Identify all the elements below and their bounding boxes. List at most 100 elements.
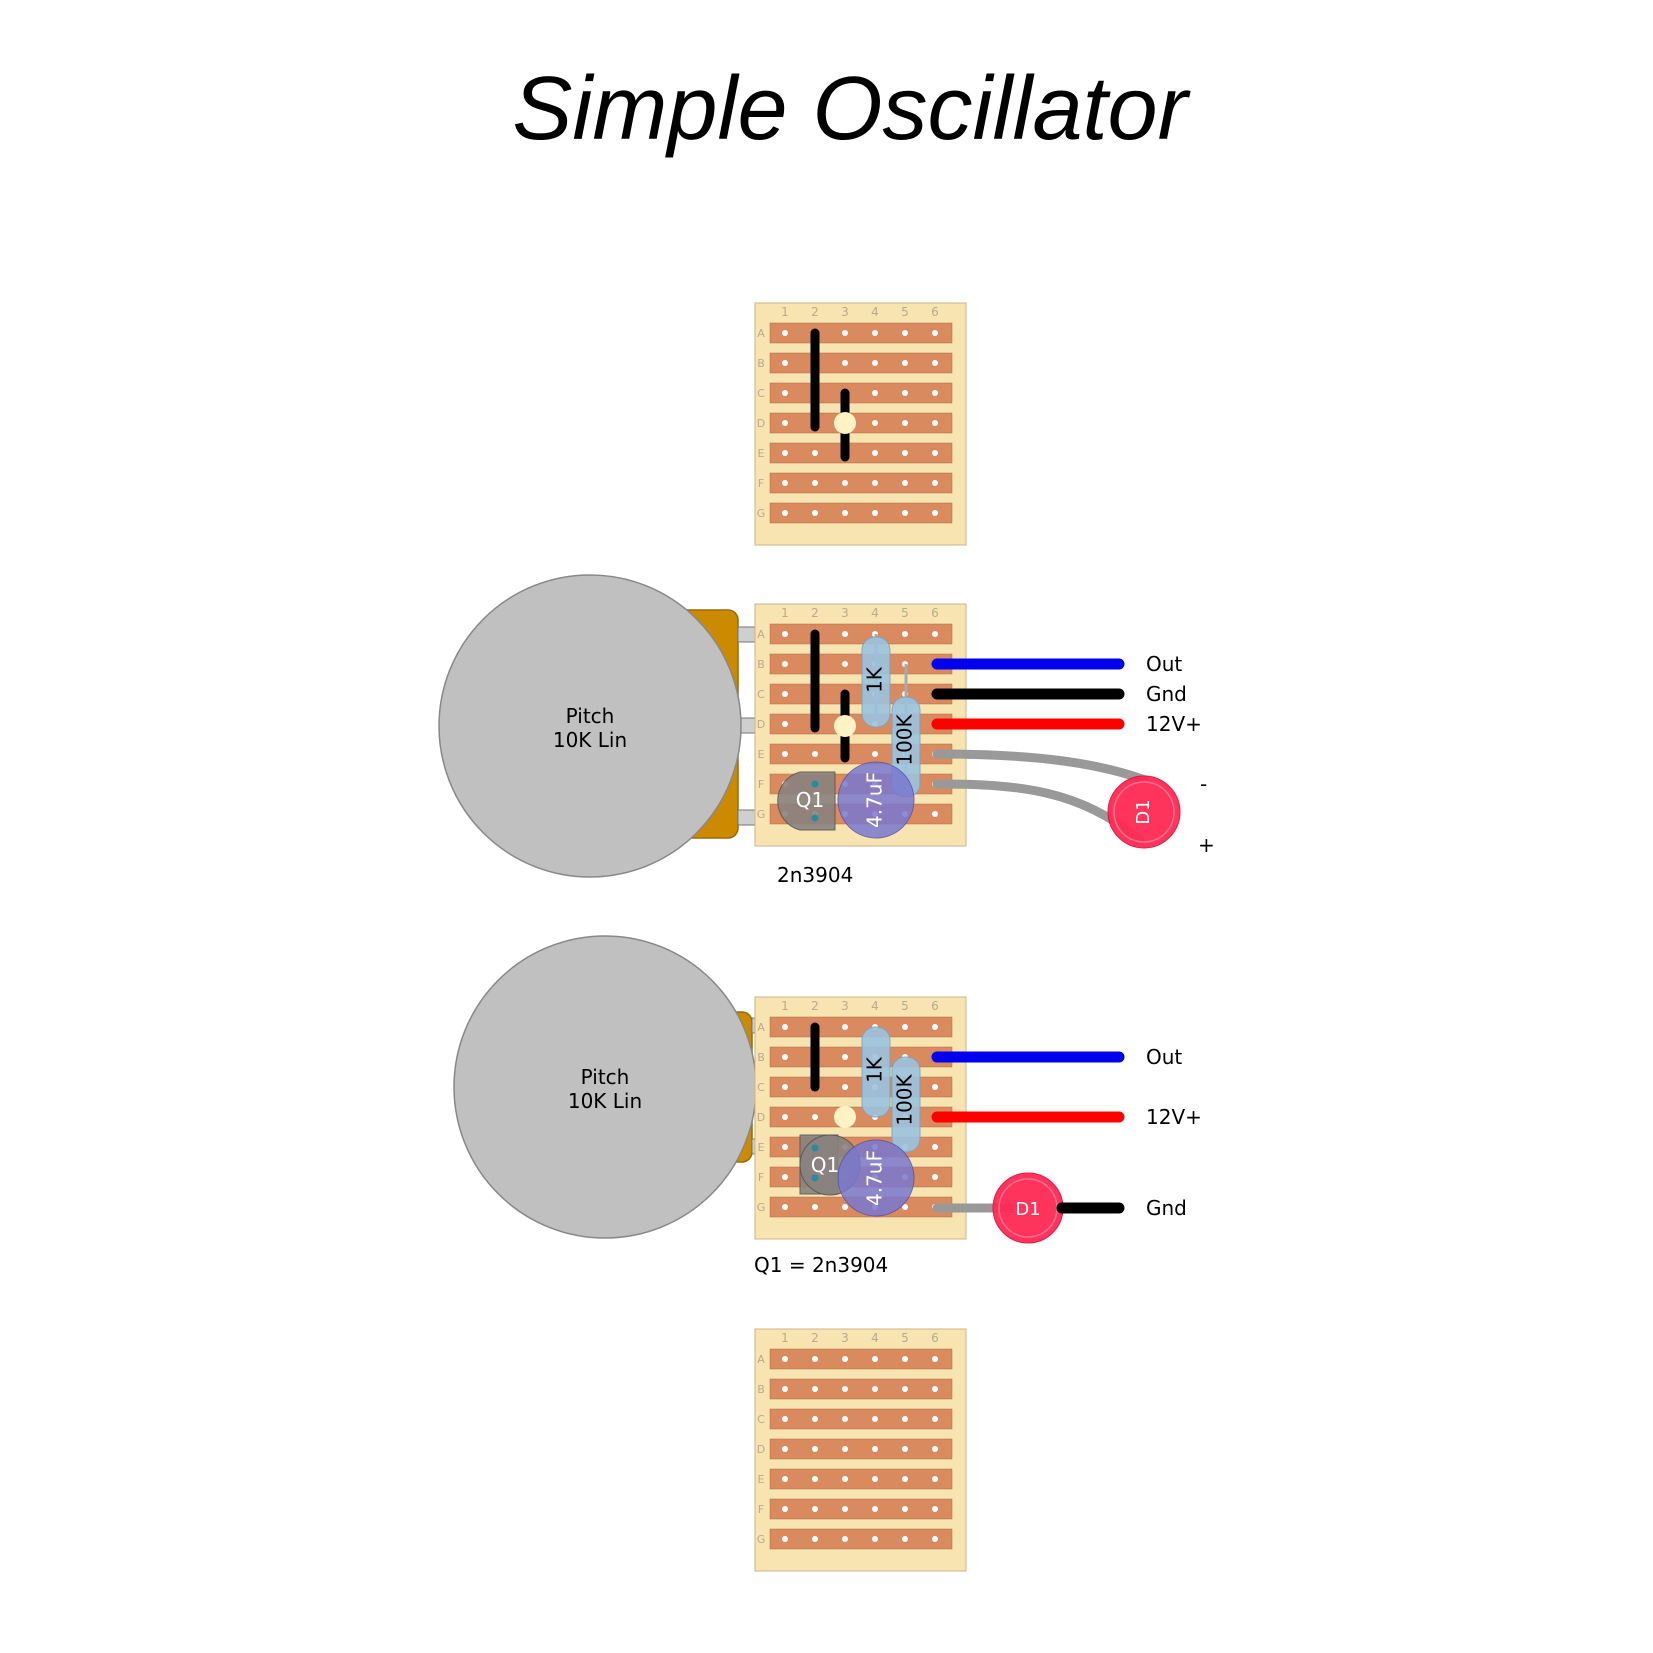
column-label: 1	[781, 305, 789, 319]
strip-hole	[842, 360, 848, 366]
row-label: C	[757, 688, 765, 701]
wire-power-label: 12V+	[1146, 712, 1202, 736]
column-label: 3	[841, 305, 849, 319]
strip-hole	[932, 1024, 938, 1030]
transistor-caption: Q1 = 2n3904	[754, 1253, 888, 1277]
capacitor-label: 4.7uF	[863, 1150, 887, 1206]
strip-hole	[782, 1054, 788, 1060]
resistor-label: 100K	[893, 1073, 917, 1125]
strip-hole	[902, 360, 908, 366]
strip-hole	[842, 1386, 848, 1392]
strip-hole	[782, 510, 788, 516]
wire-power-label: 12V+	[1146, 1105, 1202, 1129]
strip-hole	[842, 1506, 848, 1512]
strip-hole	[782, 1416, 788, 1422]
strip-hole	[782, 1356, 788, 1362]
column-label: 5	[901, 606, 909, 620]
strip-hole	[782, 1144, 788, 1150]
strip-hole	[842, 510, 848, 516]
strip-hole	[812, 450, 818, 456]
wire-gnd-label: Gnd	[1146, 1196, 1187, 1220]
strip-hole	[932, 390, 938, 396]
strip-hole	[782, 691, 788, 697]
copper-strip	[769, 352, 953, 374]
strip-hole	[812, 1536, 818, 1542]
column-label: 2	[811, 999, 819, 1013]
row-label: A	[757, 628, 765, 641]
led-d1[interactable]: D1	[992, 1172, 1064, 1244]
strip-hole	[932, 480, 938, 486]
strip-hole	[782, 480, 788, 486]
led-lead	[932, 749, 1150, 785]
strip-hole	[782, 1084, 788, 1090]
strip-hole	[902, 1506, 908, 1512]
transistor-q1[interactable]: Q1	[777, 771, 836, 831]
capacitor-label: 4.7uF	[863, 772, 887, 828]
strip-hole	[842, 1536, 848, 1542]
strip-hole	[932, 510, 938, 516]
capacitor[interactable]: 4.7uF	[837, 1139, 915, 1217]
strip-hole	[902, 1446, 908, 1452]
copper-strip	[769, 1528, 953, 1550]
copper-strip	[769, 1468, 953, 1490]
led-minus-label: -	[1200, 772, 1207, 796]
row-label: C	[757, 1081, 765, 1094]
led-d1[interactable]: D1	[1107, 775, 1181, 849]
strip-hole	[842, 1476, 848, 1482]
strip-hole	[932, 811, 938, 817]
strip-hole	[782, 721, 788, 727]
strip-hole	[902, 1476, 908, 1482]
resistor-1k[interactable]: 1K	[861, 1026, 891, 1118]
column-label: 1	[781, 1331, 789, 1345]
strip-hole	[782, 1536, 788, 1542]
column-label: 4	[871, 999, 879, 1013]
copper-strip	[769, 322, 953, 344]
strip-hole	[932, 1476, 938, 1482]
row-label: D	[757, 718, 765, 731]
row-label: B	[757, 357, 765, 370]
strip-hole	[812, 1356, 818, 1362]
row-label: E	[758, 748, 765, 761]
strip-hole	[902, 1356, 908, 1362]
wire-gnd-label: Gnd	[1146, 682, 1187, 706]
strip-hole	[842, 1204, 848, 1210]
resistor-label: 1K	[863, 666, 887, 693]
strip-hole	[782, 450, 788, 456]
pot-name: Pitch	[581, 1065, 630, 1089]
copper-strip	[769, 1498, 953, 1520]
column-label: 1	[781, 999, 789, 1013]
strip-hole	[842, 1446, 848, 1452]
potentiometer[interactable]: Pitch 10K Lin	[438, 574, 787, 878]
strip-hole	[902, 510, 908, 516]
strip-hole	[902, 1204, 908, 1210]
capacitor[interactable]: 4.7uF	[837, 761, 915, 839]
column-label: 6	[931, 305, 939, 319]
strip-hole	[782, 1476, 788, 1482]
strip-hole	[932, 1386, 938, 1392]
column-label: 5	[901, 999, 909, 1013]
transistor-label: Q1	[796, 788, 824, 812]
strip-hole	[842, 1356, 848, 1362]
copper-strip	[769, 1348, 953, 1370]
column-label: 5	[901, 305, 909, 319]
row-label: F	[758, 1171, 764, 1184]
row-label: A	[757, 327, 765, 340]
resistor-1k[interactable]: 1K	[861, 634, 891, 728]
strip-hole	[902, 1536, 908, 1542]
strip-hole	[782, 1114, 788, 1120]
row-label: A	[757, 1353, 765, 1366]
strip-hole	[872, 330, 878, 336]
copper-strip	[769, 472, 953, 494]
column-label: 3	[841, 999, 849, 1013]
copper-strip	[769, 683, 953, 705]
column-label: 6	[931, 1331, 939, 1345]
resistor-100k[interactable]: 100K	[891, 1056, 921, 1153]
strip-hole	[812, 480, 818, 486]
row-label: G	[757, 507, 766, 520]
potentiometer[interactable]: Pitch 10K Lin	[453, 935, 787, 1239]
strip-hole	[902, 420, 908, 426]
strip-hole	[932, 330, 938, 336]
strip-hole	[782, 1024, 788, 1030]
